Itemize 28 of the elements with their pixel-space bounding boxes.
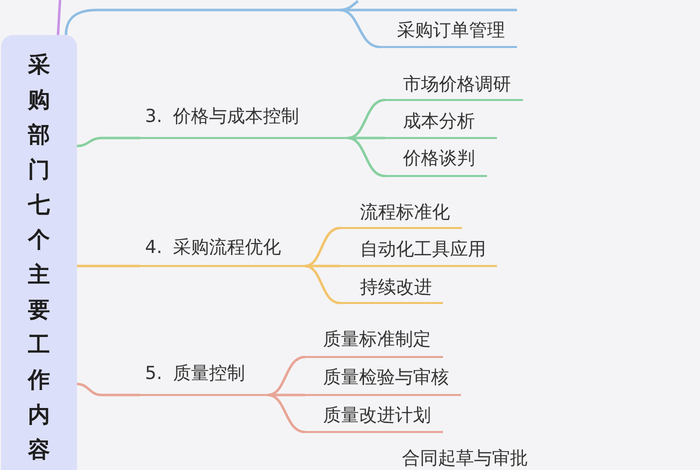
subtopic: 质量检验与审核 (305, 366, 461, 396)
subtopic: 持续改进 (340, 276, 443, 304)
central-topic-title: 采购部门七个主要工作内容 (27, 52, 51, 465)
branch-line (348, 98, 386, 140)
branch-line (304, 226, 340, 268)
branch-line (56, 0, 62, 36)
branch-line (268, 394, 306, 434)
main-topic: 5. 质量控制 (140, 362, 268, 396)
subtopic: 自动化工具应用 (340, 238, 497, 268)
central-topic-box (1, 35, 77, 470)
subtopic: 流程标准化 (340, 201, 462, 230)
branch-line (64, 8, 340, 36)
subtopic: 成本分析 (385, 110, 497, 140)
branch-line (76, 382, 140, 396)
subtopic: 采购订单管理 (380, 19, 517, 48)
subtopic: 价格谈判 (385, 147, 487, 178)
branch-line (76, 136, 140, 148)
main-topic: 3. 价格与成本控制 (140, 105, 348, 140)
branch-line (348, 136, 386, 178)
subtopic: 质量标准制定 (305, 328, 443, 358)
branch-line (268, 356, 306, 396)
branch-line (77, 264, 140, 268)
branch-line (304, 264, 340, 304)
subtopic: 合同起草与审批 (402, 449, 528, 469)
subtopic: 市场价格调研 (385, 73, 523, 102)
main-topic: 4. 采购流程优化 (140, 236, 305, 268)
subtopic: 质量改进计划 (305, 404, 443, 434)
branch-line (340, 8, 380, 48)
